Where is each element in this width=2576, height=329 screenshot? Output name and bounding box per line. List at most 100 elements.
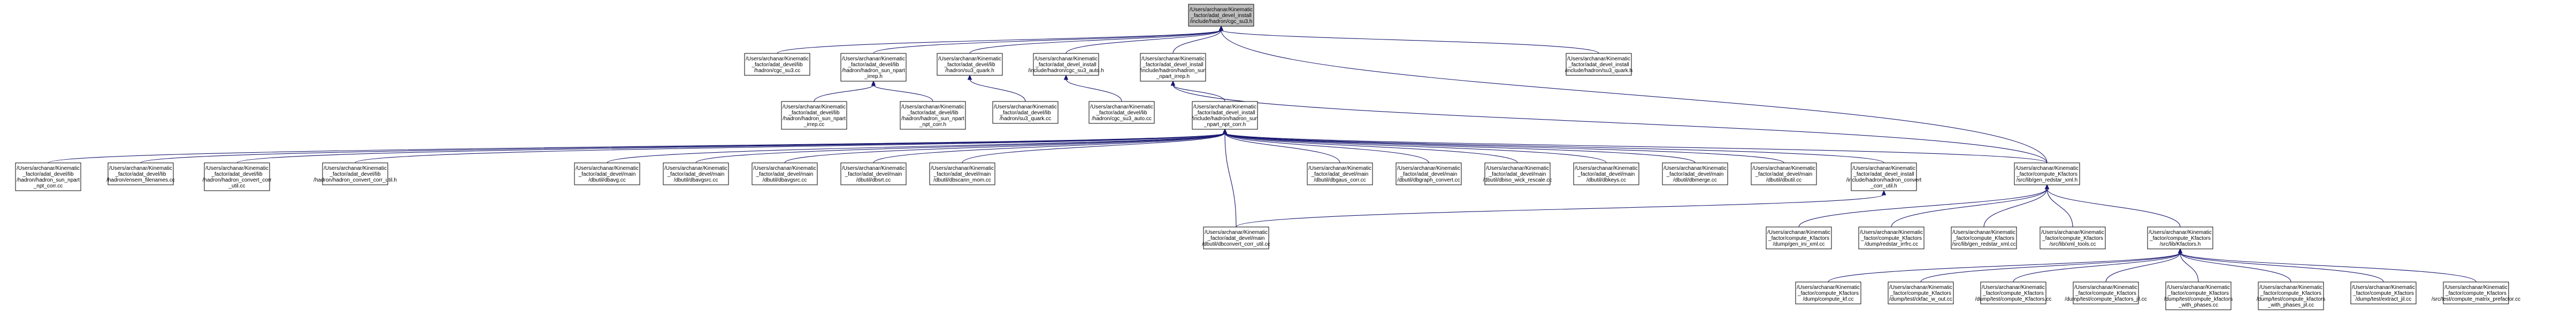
node-label-line: /Users/archanar/Kinematic	[1952, 230, 2015, 236]
node-box	[1980, 281, 2046, 304]
node-label-line: /hadron/hadron_sun_npart	[901, 116, 964, 122]
file-node[interactable]: /Users/archanar/Kinematic_factor/adat_de…	[15, 162, 81, 191]
node-label-line: _irrep.h	[864, 74, 883, 80]
node-label-line: /include/hadron/su3_quark.h	[1565, 68, 1632, 74]
node-label-line: /Users/archanar/Kinematic	[1141, 56, 1205, 62]
file-node[interactable]: /Users/archanar/Kinematic_factor/adat_de…	[1751, 162, 1817, 185]
dependency-edge	[2013, 252, 2181, 283]
file-node[interactable]: /Users/archanar/Kinematic_factor/compute…	[1766, 226, 1832, 249]
file-node[interactable]: /Users/archanar/Kinematic_factor/compute…	[2065, 281, 2147, 304]
node-label-line: /dbutil/dbmerge.cc	[1673, 177, 1717, 183]
node-box	[108, 162, 174, 185]
dependency-edge	[695, 132, 1225, 163]
node-label-line: /dbutil/dbgaus_corr.cc	[1314, 177, 1366, 183]
node-label-line: /Users/archanar/Kinematic	[2041, 230, 2104, 236]
file-node[interactable]: /Users/archanar/Kinematic_factor/compute…	[2164, 281, 2233, 310]
root-file-node[interactable]: /Users/archanar/Kinematic_factor/adat_de…	[1188, 4, 1254, 27]
file-node[interactable]: /Users/archanar/Kinematic_factor/adat_de…	[744, 53, 810, 76]
node-label-line: _factor/adat_devel_install	[1194, 110, 1255, 116]
file-node[interactable]: /Users/archanar/Kinematic_factor/compute…	[1795, 281, 1861, 304]
file-node[interactable]: /Users/archanar/Kinematic_factor/adat_de…	[1307, 162, 1373, 185]
file-node[interactable]: /Users/archanar/Kinematic_factor/adat_de…	[1573, 162, 1639, 185]
node-label-line: _with_phases.cc	[2178, 302, 2218, 308]
dependency-edge	[777, 29, 1222, 54]
file-node[interactable]: /Users/archanar/Kinematic_factor/adat_de…	[1565, 53, 1632, 76]
file-node[interactable]: /Users/archanar/Kinematic_factor/adat_de…	[1396, 162, 1462, 185]
file-node[interactable]: /Users/archanar/Kinematic_factor/compute…	[2014, 162, 2080, 185]
node-box	[929, 162, 995, 185]
node-label-line: _factor/adat_devel/main	[1577, 171, 1635, 177]
dependency-edge	[962, 132, 1225, 163]
node-label-line: /Users/archanar/Kinematic	[1205, 230, 1268, 236]
file-node[interactable]: /Users/archanar/Kinematic_factor/adat_de…	[937, 53, 1003, 76]
file-node[interactable]: /Users/archanar/Kinematic_factor/adat_de…	[663, 162, 729, 185]
node-label-line: _factor/compute_Kfactors	[1768, 236, 1829, 241]
dependency-edge	[1236, 194, 1884, 228]
node-label-line: /Users/archanar/Kinematic	[1567, 56, 1630, 62]
node-label-line: _factor/compute_Kfactors	[1797, 291, 1859, 296]
file-node[interactable]: /Users/archanar/Kinematic_factor/compute…	[2147, 226, 2213, 249]
node-label-line: _factor/adat_devel/lib	[751, 62, 803, 68]
node-label-line: _factor/compute_Kfactors	[2075, 291, 2136, 296]
file-node[interactable]: /Users/archanar/Kinematic_factor/adat_de…	[574, 162, 640, 185]
dependency-edge	[1983, 188, 2048, 228]
file-node[interactable]: /Users/archanar/Kinematic_factor/adat_de…	[1028, 53, 1104, 76]
dependency-edge	[1224, 132, 1429, 163]
node-label-line: /include/hadron/cgc_su3.h	[1190, 19, 1253, 25]
node-box	[15, 162, 81, 191]
file-node[interactable]: /Users/archanar/Kinematic_factor/adat_de…	[1662, 162, 1728, 185]
node-box	[840, 162, 907, 185]
node-label-line: /hadron/su3_quark.h	[945, 68, 994, 74]
file-node[interactable]: /Users/archanar/Kinematic_factor/adat_de…	[781, 101, 847, 130]
file-node[interactable]: /Users/archanar/Kinematic_factor/adat_de…	[1846, 162, 1922, 191]
file-node[interactable]: /Users/archanar/Kinematic_factor/adat_de…	[840, 162, 907, 185]
node-box	[1888, 281, 1954, 304]
node-label-line: /Users/archanar/Kinematic	[2015, 166, 2079, 171]
node-label-line: /src/lib/Kfactors.h	[2160, 241, 2201, 247]
node-label-line: /Users/archanar/Kinematic	[901, 104, 964, 110]
node-label-line: _factor/adat_devel/main	[845, 171, 902, 177]
node-label-line: /include/hadron/hadron_sun	[1140, 68, 1206, 74]
node-box	[840, 53, 907, 82]
dependency-edge	[607, 132, 1225, 163]
file-node[interactable]: /Users/archanar/Kinematic_factor/compute…	[1975, 281, 2052, 304]
node-label-line: _with_phases_jil.cc	[2267, 302, 2314, 308]
file-node[interactable]: /Users/archanar/Kinematic_factor/adat_de…	[900, 101, 966, 130]
file-node[interactable]: /Users/archanar/Kinematic_factor/adat_de…	[929, 162, 995, 185]
file-node[interactable]: /Users/archanar/Kinematic_factor/adat_de…	[203, 162, 272, 191]
file-node[interactable]: /Users/archanar/Kinematic_factor/compute…	[2257, 281, 2325, 310]
dependency-edge	[814, 84, 874, 102]
node-box	[1203, 226, 1269, 249]
node-label-line: /dump/test/ckfac_w_out.cc	[1889, 296, 1952, 302]
file-node[interactable]: /Users/archanar/Kinematic_factor/compute…	[1951, 226, 2017, 249]
file-node[interactable]: /Users/archanar/Kinematic_factor/adat_de…	[992, 101, 1059, 124]
node-label-line: /Users/archanar/Kinematic	[938, 56, 1001, 62]
file-node[interactable]: /Users/archanar/Kinematic_factor/adat_de…	[840, 53, 907, 82]
node-box	[322, 162, 388, 185]
file-node[interactable]: /Users/archanar/Kinematic_factor/adat_de…	[1202, 226, 1270, 249]
node-label-line: /hadron/su3_quark.cc	[1000, 116, 1051, 122]
node-box	[1751, 162, 1817, 185]
node-label-line: /src/lib/xml_tools.cc	[2050, 241, 2096, 247]
file-node[interactable]: /Users/archanar/Kinematic_factor/compute…	[2350, 281, 2417, 304]
dependency-edge	[873, 132, 1225, 163]
file-node[interactable]: /Users/archanar/Kinematic_factor/adat_de…	[313, 162, 397, 185]
file-node[interactable]: /Users/archanar/Kinematic_factor/adat_de…	[1140, 53, 1206, 82]
node-label-line: /Users/archanar/Kinematic	[2149, 230, 2212, 236]
file-node[interactable]: /Users/archanar/Kinematic_factor/compute…	[1858, 226, 1925, 249]
file-node[interactable]: /Users/archanar/Kinematic_factor/adat_de…	[106, 162, 175, 185]
file-node[interactable]: /Users/archanar/Kinematic_factor/adat_de…	[1088, 101, 1155, 124]
dependency-edge	[1224, 132, 1518, 163]
file-node[interactable]: /Users/archanar/Kinematic_factor/adat_de…	[1483, 162, 1552, 185]
file-node[interactable]: /Users/archanar/Kinematic_factor/adat_de…	[1192, 101, 1258, 130]
node-box	[1766, 226, 1832, 249]
file-node[interactable]: /Users/archanar/Kinematic_factor/compute…	[2432, 281, 2520, 304]
node-box	[1088, 101, 1155, 124]
node-label-line: /Users/archanar/Kinematic	[2167, 285, 2230, 291]
file-node[interactable]: /Users/archanar/Kinematic_factor/adat_de…	[752, 162, 818, 185]
dependency-edge	[2180, 252, 2199, 283]
node-label-line: /dbutil/dbiso_wick_rescale.cc	[1483, 177, 1552, 183]
node-box	[2040, 226, 2106, 249]
file-node[interactable]: /Users/archanar/Kinematic_factor/compute…	[1888, 281, 1954, 304]
file-node[interactable]: /Users/archanar/Kinematic_factor/compute…	[2040, 226, 2106, 249]
